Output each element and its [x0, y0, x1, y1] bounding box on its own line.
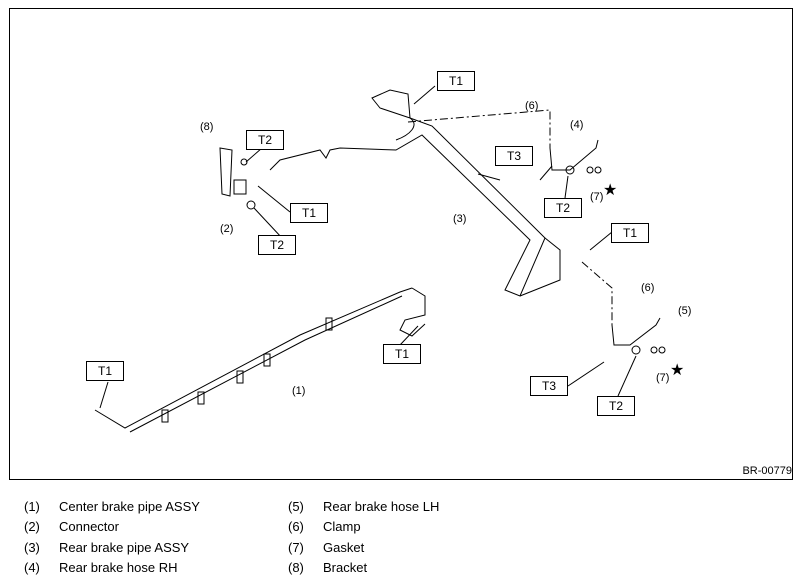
legend-number: (6) [288, 519, 304, 534]
rear-brake-pipe-outline [269, 117, 546, 297]
rear-brake-pipe-branch [395, 117, 415, 141]
part-callout: (8) [200, 121, 214, 133]
torque-tag: T3 [530, 376, 568, 396]
rear-brake-pipe-upper-loop [371, 89, 411, 119]
gasket [586, 166, 594, 174]
torque-tag: T1 [383, 344, 421, 364]
legend-text: Rear brake hose LH [323, 499, 440, 514]
part-callout: (4) [570, 119, 584, 131]
rear-hose-lh [611, 317, 661, 346]
legend-text: Clamp [323, 519, 361, 534]
rear-hose-rh [549, 139, 599, 171]
torque-tag: T1 [437, 71, 475, 91]
part-callout: (1) [292, 385, 306, 397]
leader-lower [581, 261, 613, 325]
part-callout: (6) [641, 282, 655, 294]
center-pipe-clip [325, 317, 333, 331]
part-callout: (2) [220, 223, 234, 235]
part-callout: (5) [678, 305, 692, 317]
legend-text: Rear brake pipe ASSY [59, 540, 190, 555]
legend-number: (3) [24, 540, 40, 555]
star-mark: ★ [603, 182, 618, 199]
part-callout: (7) [656, 372, 670, 384]
legend-text: Rear brake hose RH [59, 560, 178, 575]
gasket [658, 346, 666, 354]
legend-text: Bracket [323, 560, 368, 575]
torque-tag: T2 [544, 198, 582, 218]
part-callout: (3) [453, 213, 467, 225]
center-pipe-clip [236, 370, 244, 384]
center-pipe-clip [161, 409, 169, 423]
rear-brake-pipe-lower [519, 237, 561, 297]
center-pipe-loop [399, 287, 426, 337]
center-pipe-clip [197, 391, 205, 405]
legend-number: (1) [24, 499, 40, 514]
torque-tag: T3 [495, 146, 533, 166]
gasket [594, 166, 602, 174]
connector-bolt [240, 158, 248, 166]
torque-tag: T1 [611, 223, 649, 243]
connector [233, 179, 247, 195]
legend-number: (5) [288, 499, 304, 514]
star-mark: ★ [670, 362, 685, 379]
part-callout: (6) [525, 100, 539, 112]
figure-code: BR-00779 [742, 465, 792, 477]
torque-tag: T2 [258, 235, 296, 255]
center-pipe-clip [263, 353, 271, 367]
part-callout: (7) [590, 191, 604, 203]
legend-number: (8) [288, 560, 304, 575]
legend-text: Gasket [323, 540, 365, 555]
gasket [650, 346, 658, 354]
bracket [219, 147, 233, 197]
torque-tag: T1 [86, 361, 124, 381]
legend-text: Connector [59, 519, 119, 534]
union-bolt [565, 165, 575, 175]
union-bolt [631, 345, 641, 355]
torque-tag: T2 [246, 130, 284, 150]
center-brake-pipe [94, 287, 413, 433]
torque-tag: T1 [290, 203, 328, 223]
leader-upper [407, 109, 551, 148]
torque-tag: T2 [597, 396, 635, 416]
diagram-frame [9, 8, 793, 480]
legend-number: (4) [24, 560, 40, 575]
legend-number: (2) [24, 519, 40, 534]
connector-nut [246, 200, 256, 210]
legend-text: Center brake pipe ASSY [59, 499, 200, 514]
legend-number: (7) [288, 540, 304, 555]
